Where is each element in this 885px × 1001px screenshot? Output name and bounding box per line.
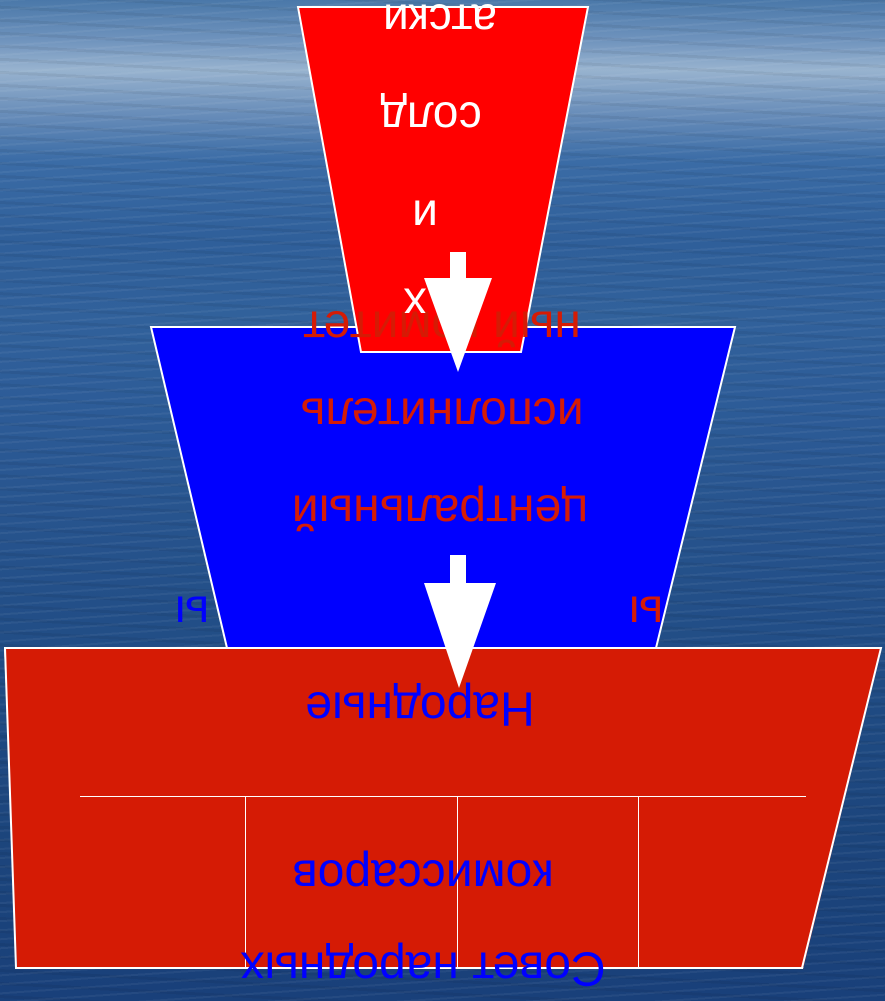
slide-canvas: Совет народных комиссаров Народные центр… xyxy=(0,0,885,1001)
arrow-down-icon xyxy=(0,0,885,1001)
